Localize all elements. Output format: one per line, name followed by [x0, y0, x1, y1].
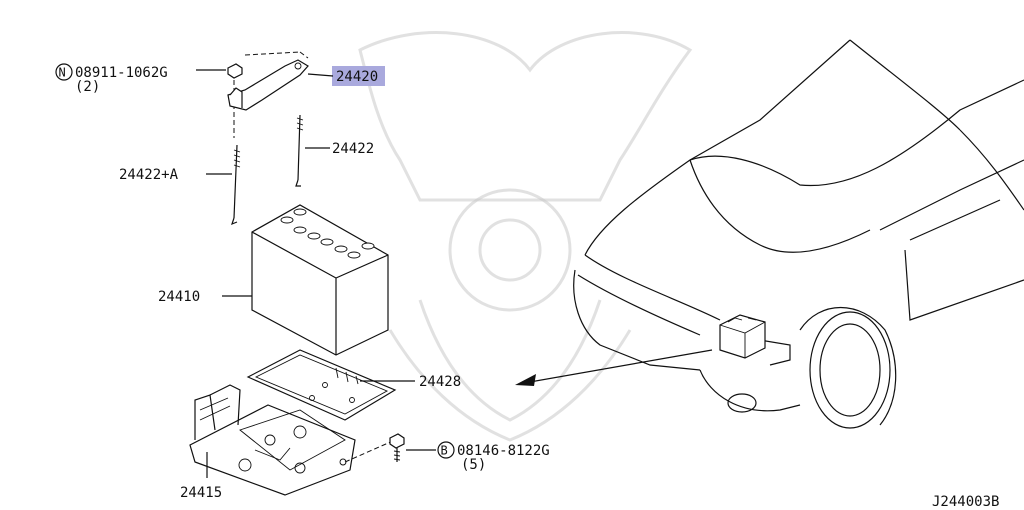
- bracket-part-number: 24420: [336, 69, 378, 85]
- tray-part-number: 24428: [419, 374, 461, 390]
- base-part-number: 24415: [180, 485, 222, 501]
- nut-part: [196, 63, 243, 138]
- rod-a-part: [206, 144, 241, 226]
- battery-part-number: 24410: [158, 289, 200, 305]
- base-part: [189, 384, 396, 496]
- bolt-quantity: (5): [461, 457, 486, 473]
- bracket-highlight: [332, 66, 385, 86]
- rod-part: [295, 114, 330, 187]
- nut-prefix: N: [59, 66, 66, 80]
- nut-quantity: (2): [75, 79, 100, 95]
- rod-a-part-number: 24422+A: [119, 167, 179, 183]
- nut-part-number: 08911-1062G: [75, 65, 168, 81]
- vehicle-outline: [573, 39, 1024, 429]
- watermark-emblem: [358, 31, 693, 442]
- bolt-part: [389, 433, 436, 462]
- tray-part: [246, 349, 415, 421]
- battery-part: [222, 204, 389, 356]
- hold-down-bracket-part: [227, 51, 385, 111]
- callout-nut: N 08911-1062G (2): [55, 63, 168, 95]
- rod-part-number: 24422: [332, 141, 374, 157]
- battery-location-icon: [719, 314, 766, 359]
- bolt-part-number: 08146-8122G: [457, 443, 550, 459]
- bolt-prefix: B: [441, 444, 448, 458]
- callout-bolt: B 08146-8122G (5): [437, 441, 550, 473]
- diagram-id: J244003B: [932, 494, 999, 510]
- location-arrow: [515, 349, 713, 386]
